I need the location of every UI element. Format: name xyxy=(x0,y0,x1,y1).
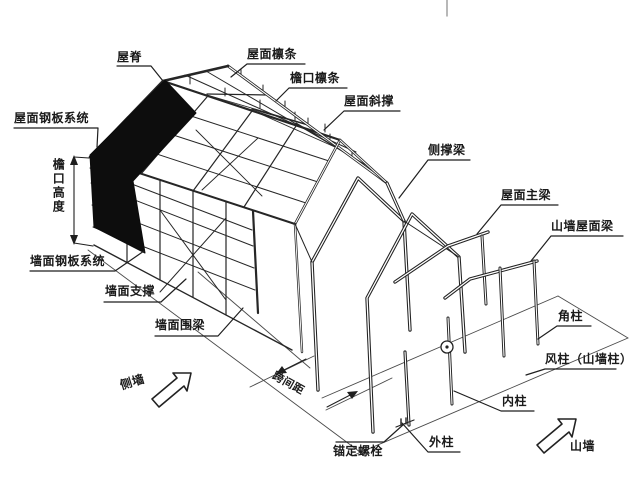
label-roof-purlin: 屋面檩条 xyxy=(247,47,298,61)
leader-inner-column xyxy=(453,390,535,412)
wall-x-brace xyxy=(159,209,227,301)
gable-wall-arrow xyxy=(536,418,577,454)
label-eave-purlin: 檐口檩条 xyxy=(290,71,341,85)
label-wind-column: 风柱（山墙柱） xyxy=(545,352,633,366)
leader-roof-main-beam xyxy=(476,204,559,235)
leader-roof-purlin xyxy=(230,63,306,78)
eave-height-dimension xyxy=(70,155,94,247)
portal-frame-2 xyxy=(365,212,467,434)
label-roof-ridge: 屋脊 xyxy=(117,50,143,64)
roof-main-beam-piece xyxy=(393,230,490,306)
eave-strut-beam xyxy=(294,181,460,263)
leader-wall-girt xyxy=(154,307,244,337)
label-wall-girt: 墙面围梁 xyxy=(155,318,206,332)
gable-columns xyxy=(403,259,540,427)
leader-lines xyxy=(13,63,624,453)
label-wall-panel-system: 墙面钢板系统 xyxy=(30,254,106,268)
label-anchor-bolt: 锚定螺栓 xyxy=(333,444,384,458)
gable-roof-beam-piece xyxy=(443,259,539,300)
label-wall-brace: 墙面支撑 xyxy=(105,284,156,298)
leader-eave-purlin xyxy=(275,87,348,102)
column-marker xyxy=(440,340,454,354)
leader-side-strut xyxy=(398,159,471,199)
leader-roof-brace xyxy=(323,110,401,131)
label-roof-panel-system: 屋面钢板系统 xyxy=(14,111,90,125)
label-roof-main-beam: 屋面主梁 xyxy=(501,188,552,202)
roof-diagonal-brace xyxy=(195,94,345,197)
ridge-line xyxy=(161,79,342,142)
label-inner-column: 内柱 xyxy=(502,394,528,408)
leader-roof-panel-system xyxy=(13,127,99,148)
leader-corner-column xyxy=(537,325,592,340)
label-gable-wall: 山墙 xyxy=(570,439,596,453)
label-side-strut: 侧撑梁 xyxy=(428,143,466,157)
label-corner-column: 角柱 xyxy=(558,309,584,323)
bay-spacing-dimension xyxy=(276,358,358,408)
leader-gable-roof-beam xyxy=(530,235,624,262)
side-wall-arrow xyxy=(151,372,192,408)
leader-wall-brace xyxy=(103,278,187,303)
leader-anchor-bolt xyxy=(335,423,405,443)
leader-wind-column xyxy=(525,368,617,376)
label-roof-brace: 屋面斜撑 xyxy=(344,94,395,108)
portal-frame-1 xyxy=(310,176,412,392)
leader-roof-ridge xyxy=(116,65,164,82)
label-outer-column: 外柱 xyxy=(429,435,455,449)
leader-outer-column xyxy=(401,422,461,453)
label-eave-height: 檐口高度 xyxy=(51,158,66,214)
wall-framing xyxy=(89,167,304,354)
metal-panel-black xyxy=(89,79,197,254)
leader-wall-panel-system xyxy=(29,250,145,272)
label-gable-roof-beam: 山墙屋面梁 xyxy=(551,219,614,233)
anchor-bolt-marker xyxy=(395,417,415,428)
